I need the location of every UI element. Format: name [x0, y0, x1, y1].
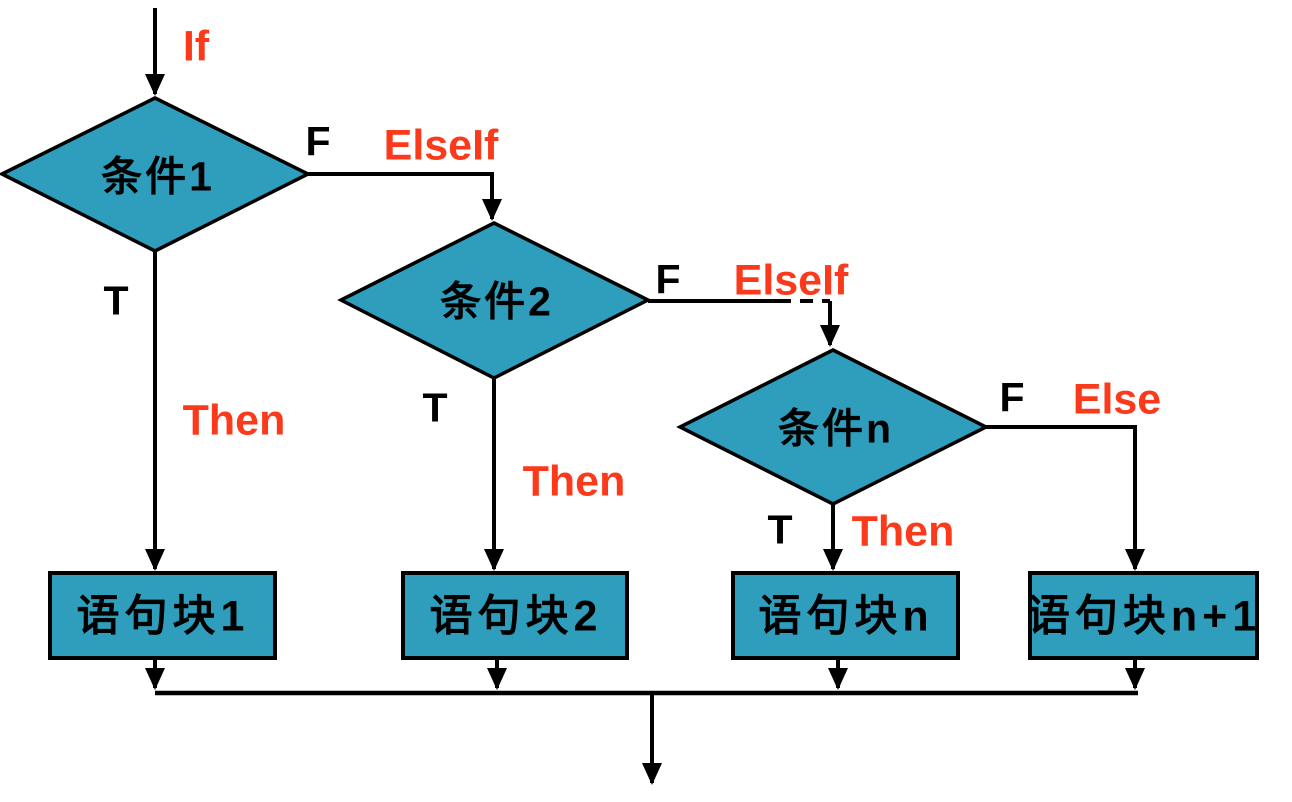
- block-1-label: 语句块1: [76, 592, 250, 641]
- connector-false-1: [308, 172, 502, 221]
- keyword-elseif-1: ElseIf: [383, 121, 499, 170]
- block-n-shape: [731, 571, 960, 660]
- branch-label-t-3: T: [767, 506, 793, 553]
- block-n-label: 语句块n: [758, 592, 934, 641]
- block-1-shape: [48, 571, 277, 660]
- block-2-label: 语句块2: [429, 592, 603, 641]
- decision-1-shape: [0, 96, 312, 253]
- decision-2-shape: [337, 221, 652, 380]
- keyword-then-2: Then: [522, 457, 626, 506]
- decision-2-label: 条件2: [440, 278, 554, 325]
- keyword-if: If: [182, 22, 210, 71]
- decision-3-shape: [676, 348, 990, 506]
- keyword-then-1: Then: [182, 396, 286, 445]
- branch-label-f-1: F: [305, 118, 331, 165]
- branch-label-t-1: T: [103, 277, 129, 324]
- block-2-shape: [401, 571, 629, 660]
- keyword-else: Else: [1072, 375, 1162, 424]
- decision-3-label: 条件n: [777, 405, 895, 452]
- keyword-elseif-2: ElseIf: [733, 256, 849, 305]
- keyword-then-3: Then: [851, 507, 955, 556]
- block-n1-shape: [1028, 571, 1259, 660]
- branch-label-f-3: F: [999, 374, 1025, 421]
- branch-label-f-2: F: [655, 256, 681, 303]
- decision-1-label: 条件1: [101, 153, 215, 200]
- block-n1-label: 语句块n+1: [1026, 592, 1262, 641]
- branch-label-t-2: T: [422, 384, 448, 431]
- connector-false-3: [986, 425, 1145, 571]
